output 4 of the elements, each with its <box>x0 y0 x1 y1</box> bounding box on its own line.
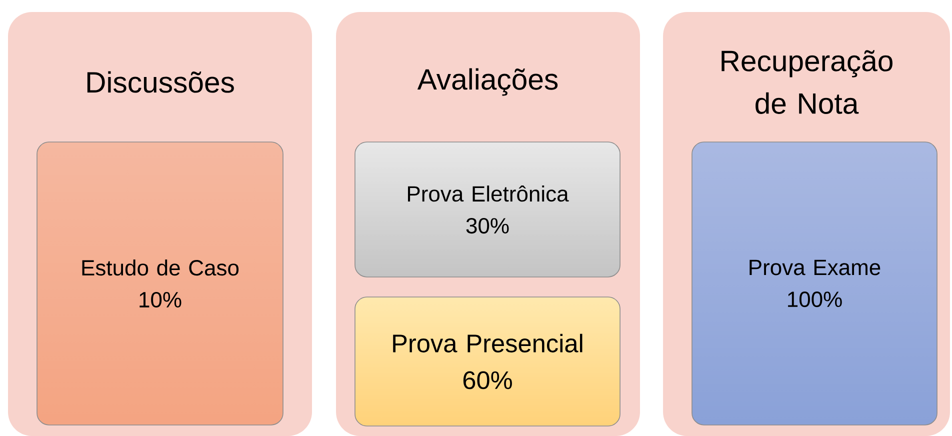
card: Prova Exame 100% <box>692 142 938 426</box>
card: Prova Eletrônica 30% <box>354 142 620 278</box>
card: Prova Presencial 60% <box>354 296 620 426</box>
card: Estudo de Caso 10% <box>36 142 284 426</box>
